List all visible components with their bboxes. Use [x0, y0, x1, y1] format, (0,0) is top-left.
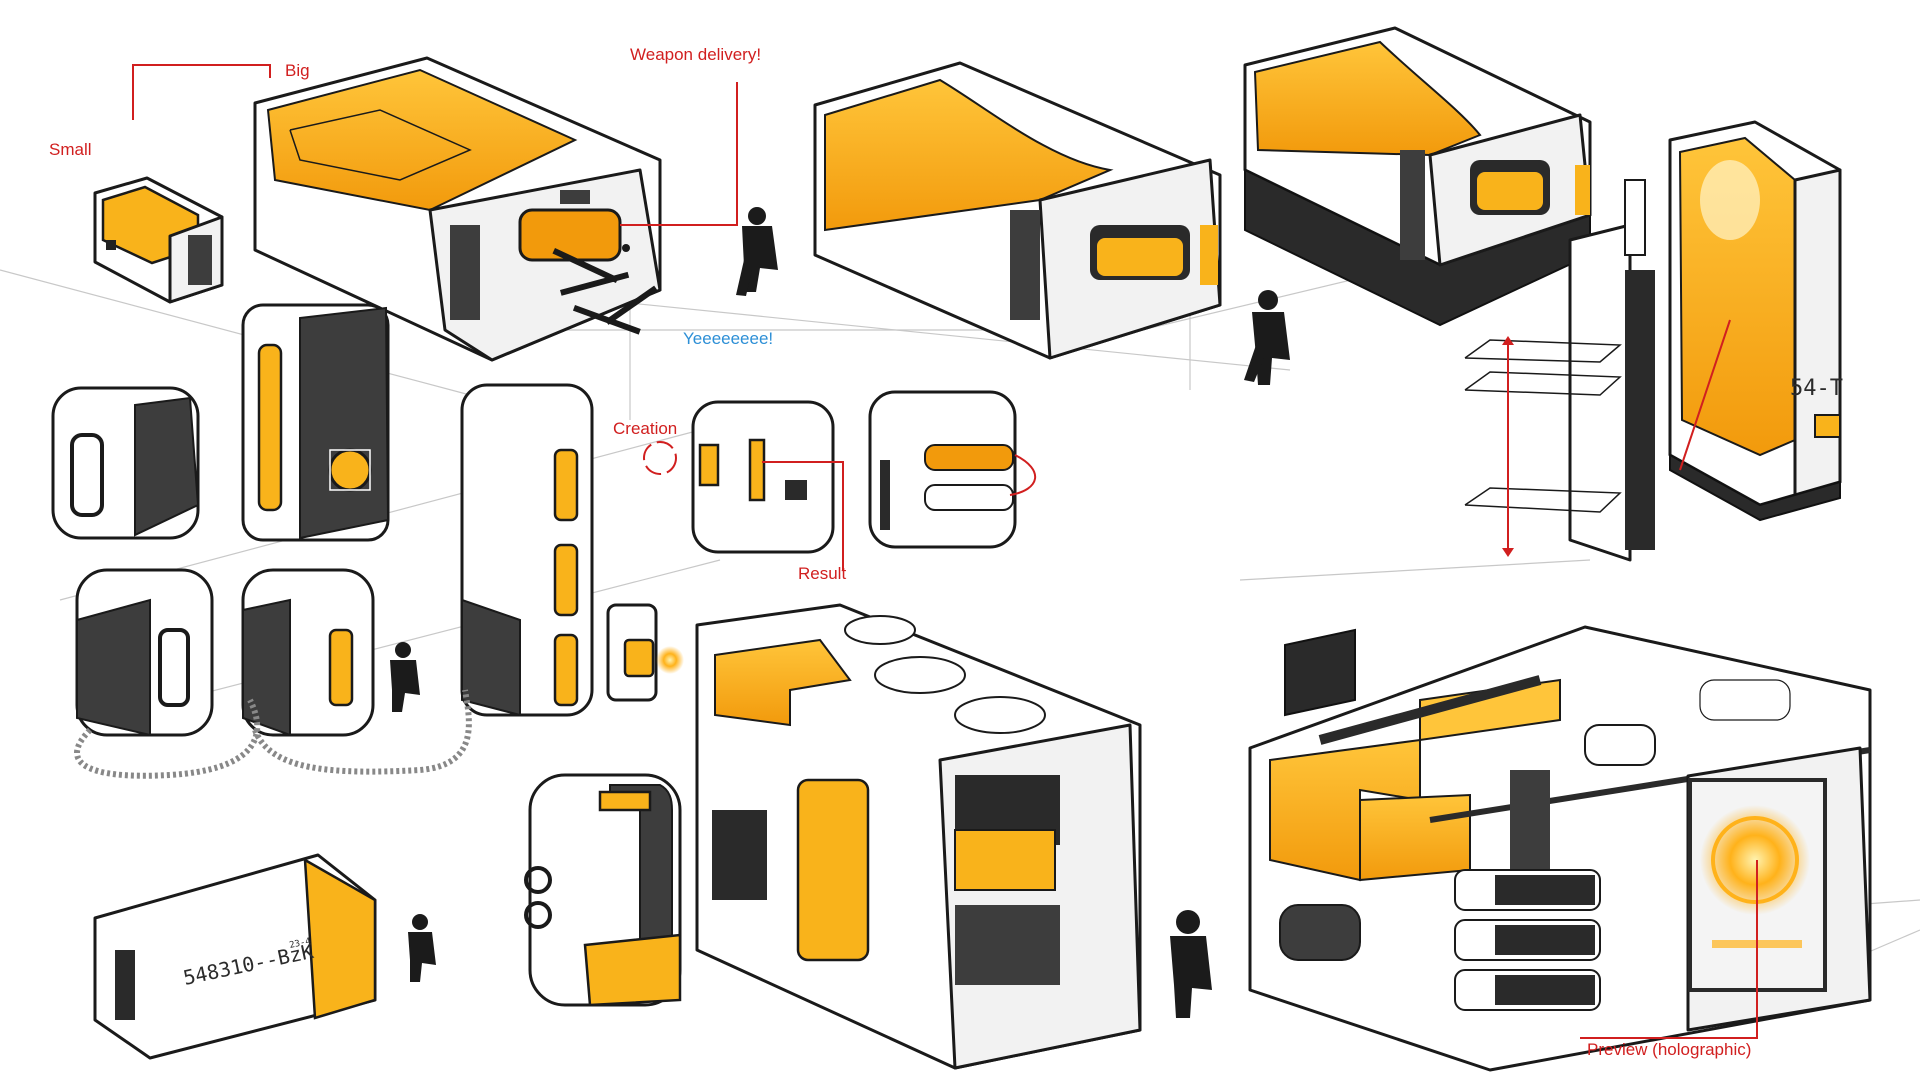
label-result: Result: [798, 564, 846, 583]
label-big: Big: [285, 61, 310, 80]
cabled-units: [74, 568, 472, 779]
big-unit: [253, 56, 662, 362]
creation-cube: Creation Result: [613, 400, 846, 583]
top-right-unit: [1243, 26, 1592, 327]
tower-unit: 54-T: [1464, 120, 1843, 562]
crate-superscript: 23-4: [289, 937, 312, 951]
rifle-icon: [552, 248, 658, 335]
label-preview: Preview (holographic): [1587, 1040, 1751, 1059]
label-yeee: Yeeeeeeee!: [683, 329, 773, 348]
figure-silhouette: [408, 914, 436, 982]
label-creation: Creation: [613, 419, 677, 438]
figure-silhouette: [1244, 290, 1290, 385]
tower-code: 54-T: [1790, 376, 1843, 401]
mid-top-unit: [813, 61, 1222, 360]
hatch-unit: [695, 603, 1142, 1070]
label-weapon-delivery: Weapon delivery!: [630, 45, 761, 64]
label-small: Small: [49, 140, 92, 159]
figure-silhouette: [736, 207, 778, 296]
result-cube: [868, 390, 1036, 549]
figure-silhouette: [1170, 910, 1212, 1018]
figure-silhouette: [390, 642, 420, 712]
column-unit: [460, 383, 684, 717]
rack: [1464, 179, 1655, 562]
annotation-weapon: Weapon delivery! Yeeeeeeee!: [620, 45, 773, 348]
small-unit: [93, 176, 224, 304]
crate-unit: 548310--BzK 23-4: [93, 853, 377, 1060]
annotation-small-big: Small Big: [49, 61, 310, 159]
workshop-unit: Preview (holographic): [1248, 625, 1872, 1072]
arch-unit: [524, 773, 682, 1007]
locker-unit: [241, 303, 390, 542]
cube-unit: [51, 386, 200, 540]
